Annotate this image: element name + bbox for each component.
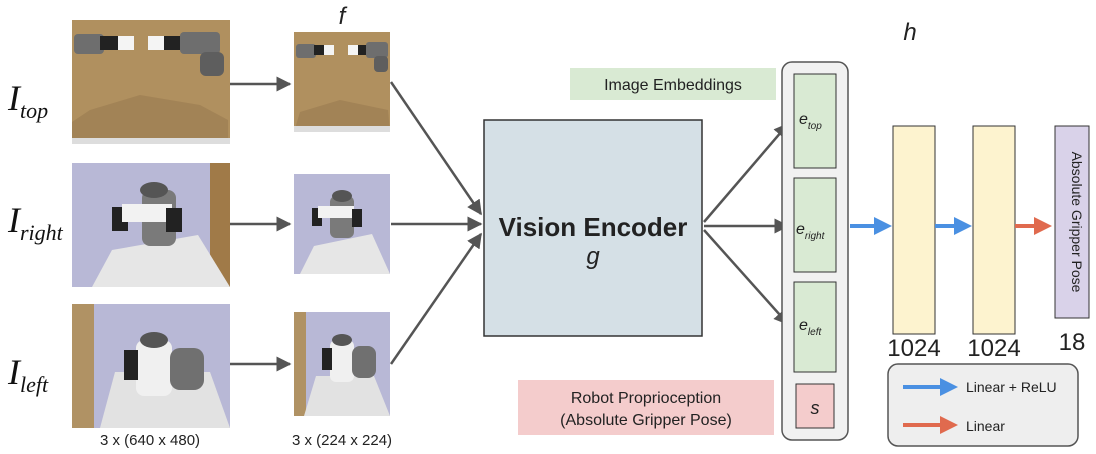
output-layer bbox=[1054, 125, 1090, 319]
image-left-original bbox=[72, 304, 230, 428]
arrow-embed-left bbox=[703, 229, 789, 326]
embedding-top-label: etop bbox=[799, 111, 822, 132]
embedding-left-label: eleft bbox=[799, 317, 822, 338]
resize-function-label: f bbox=[339, 3, 348, 30]
input-label-right: Iright bbox=[7, 200, 64, 245]
input-label-top: Itop bbox=[7, 78, 48, 123]
proprioception-line1: Robot Proprioception bbox=[571, 390, 721, 407]
resized-size-caption: 3 x (224 x 224) bbox=[292, 432, 392, 449]
arrow-to-layer1 bbox=[850, 217, 892, 235]
image-top-resized bbox=[294, 32, 390, 132]
embedding-right-label: eright bbox=[796, 221, 826, 242]
proprioception-line2: (Absolute Gripper Pose) bbox=[560, 412, 732, 429]
embedding-arrows bbox=[703, 122, 790, 326]
vision-encoder-symbol: g bbox=[586, 243, 600, 270]
proprioception-bg bbox=[518, 380, 774, 435]
input-label-left: Ileft bbox=[7, 352, 49, 397]
embedding-top-box bbox=[793, 73, 837, 169]
image-right-resized bbox=[294, 174, 390, 274]
hidden-layer-1 bbox=[892, 125, 936, 335]
embedding-right-box bbox=[793, 177, 837, 273]
arrow-embed-top bbox=[703, 122, 789, 223]
arrow-encode-top bbox=[389, 81, 483, 216]
embedding-left-box bbox=[793, 281, 837, 373]
original-size-caption: 3 x (640 x 480) bbox=[100, 432, 200, 449]
arrow-encode-left bbox=[389, 232, 483, 365]
image-top-original bbox=[72, 20, 230, 144]
vision-encoder-title: Vision Encoder bbox=[499, 212, 688, 242]
legend-relu-label: Linear + ReLU bbox=[966, 379, 1057, 395]
state-box bbox=[795, 383, 835, 429]
image-right-original bbox=[72, 163, 230, 287]
hidden-layer-2 bbox=[972, 125, 1016, 335]
legend-relu-arrow bbox=[903, 378, 958, 396]
encoder-input-arrows bbox=[389, 81, 483, 365]
head-label: h bbox=[903, 19, 916, 46]
output-size: 18 bbox=[1059, 329, 1086, 356]
hidden-layer-1-size: 1024 bbox=[887, 335, 940, 362]
image-embeddings-heading-bg bbox=[570, 68, 776, 100]
legend-linear-arrow bbox=[903, 416, 958, 434]
image-embeddings-heading: Image Embeddings bbox=[604, 77, 742, 94]
arrow-to-output bbox=[1015, 217, 1052, 235]
output-layer-label: Absolute Gripper Pose bbox=[1069, 152, 1085, 293]
legend-linear-label: Linear bbox=[966, 418, 1005, 434]
hidden-layer-2-size: 1024 bbox=[967, 335, 1020, 362]
arrow-to-layer2 bbox=[935, 217, 972, 235]
vision-encoder-box bbox=[483, 119, 703, 337]
state-label: s bbox=[811, 398, 820, 418]
resize-arrows bbox=[230, 76, 292, 372]
image-left-resized bbox=[294, 312, 390, 416]
